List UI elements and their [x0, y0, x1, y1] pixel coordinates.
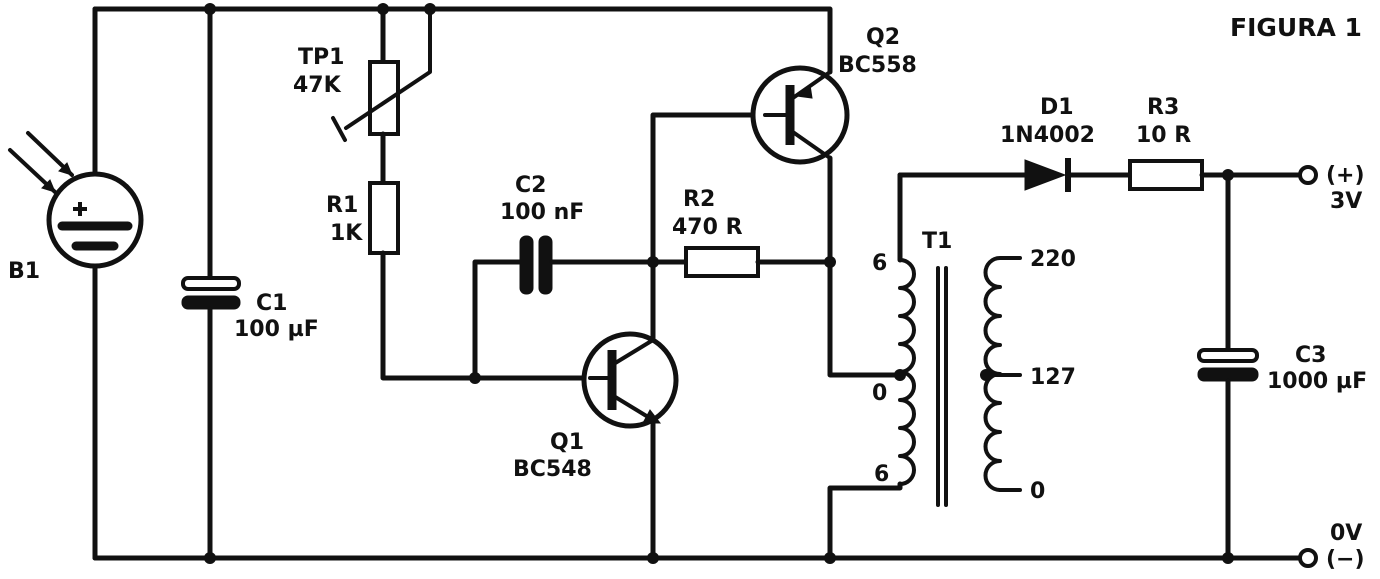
photocell-b1: [8, 131, 144, 269]
t1-secondary-bottom-label: 0: [1030, 479, 1045, 504]
c1-ref-label: C1: [256, 291, 287, 316]
r3-value-label: 10 R: [1136, 123, 1191, 148]
c3-ref-label: C3: [1295, 343, 1326, 368]
c3-value-label: 1000 µF: [1267, 369, 1367, 394]
q1-ref-label: Q1: [550, 430, 584, 455]
t1-secondary-mid-label: 127: [1030, 365, 1076, 390]
t1-ref-label: T1: [922, 229, 952, 254]
b1-ref-label: B1: [8, 259, 40, 284]
t1-primary-bottom-label: 6: [874, 462, 889, 487]
negative-terminal: [1298, 548, 1318, 568]
t1-primary-center-label: 0: [872, 381, 887, 406]
positive-symbol-label: (+): [1326, 163, 1365, 188]
trimpot-tp1: [331, 6, 432, 186]
r2-ref-label: R2: [683, 187, 715, 212]
resistor-r3: [1128, 159, 1303, 191]
positive-terminal: [1298, 165, 1318, 185]
capacitor-c2: [472, 235, 689, 381]
t1-primary-top-label: 6: [872, 251, 887, 276]
top-rail: [92, 6, 833, 53]
resistor-r2: [684, 246, 833, 278]
r3-ref-label: R3: [1147, 95, 1179, 120]
junction-dots: [204, 3, 1234, 564]
tp1-ref-label: TP1: [298, 45, 344, 70]
r1-value-label: 1K: [330, 221, 363, 246]
positive-voltage-label: 3V: [1330, 189, 1362, 214]
figure-title: FIGURA 1: [1230, 13, 1362, 42]
resistor-r1: [368, 181, 593, 381]
q1-value-label: BC548: [513, 457, 592, 482]
c1-value-label: 100 µF: [234, 317, 319, 342]
r2-value-label: 470 R: [672, 215, 743, 240]
r1-ref-label: R1: [326, 193, 358, 218]
diode-d1: [897, 158, 1133, 192]
transistor-q1: [581, 112, 768, 561]
q2-ref-label: Q2: [866, 25, 900, 50]
capacitor-c1: [181, 6, 241, 561]
d1-ref-label: D1: [1040, 95, 1074, 120]
c2-ref-label: C2: [515, 173, 546, 198]
capacitor-c3: [1197, 172, 1259, 561]
t1-secondary-top-label: 220: [1030, 247, 1076, 272]
negative-voltage-label: 0V: [1330, 521, 1362, 546]
negative-symbol-label: (−): [1326, 547, 1365, 572]
tp1-value-label: 47K: [293, 73, 342, 98]
c2-value-label: 100 nF: [500, 200, 584, 225]
d1-value-label: 1N4002: [1000, 123, 1095, 148]
transistor-q2: [750, 47, 903, 378]
q2-value-label: BC558: [838, 53, 917, 78]
